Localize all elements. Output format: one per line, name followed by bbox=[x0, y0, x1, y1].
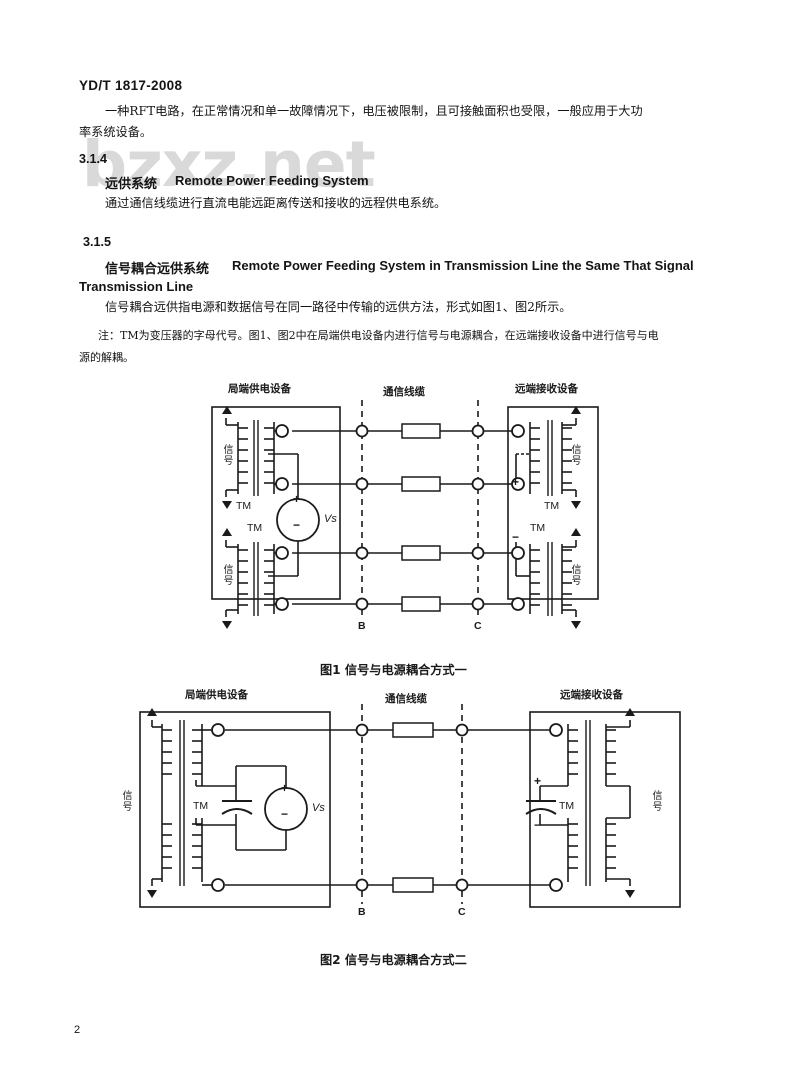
note-line-2: 源的解耦。 bbox=[79, 351, 134, 364]
fig1-source-plus: + bbox=[293, 492, 301, 506]
signal-arrow-down bbox=[571, 501, 581, 509]
page-number: 2 bbox=[74, 1024, 81, 1036]
fig2-right-terminal-top bbox=[549, 723, 563, 737]
tm1-terminal-bottom bbox=[275, 477, 289, 491]
fig1-tm-label: TM bbox=[236, 500, 252, 512]
fig1-signal-label: 信号 bbox=[221, 444, 232, 466]
fig1-signal-label: 信号 bbox=[221, 564, 232, 586]
tm2-terminal-bottom bbox=[275, 597, 289, 611]
fig1-signal-label: 信号 bbox=[569, 564, 580, 586]
fig1-tm-label: TM bbox=[530, 522, 546, 534]
voltage-source-symbol bbox=[264, 787, 308, 831]
voltage-source-symbol bbox=[276, 498, 320, 542]
left-equipment-box bbox=[211, 406, 341, 600]
figure-2: 局端供电设备 通信线缆 远端接收设备 信号 信号 TM TM + − Vs + … bbox=[100, 689, 700, 940]
figure-2-svg bbox=[139, 704, 681, 908]
definition-314: 通过通信线缆进行直流电能远距离传送和接收的远程供电系统。 bbox=[105, 196, 447, 210]
paragraph-line: 一种RFT电路，在正常情况和单一故障情况下，电压被限制，且可接触面积也受限，一般… bbox=[105, 104, 643, 118]
signal-arrow-down bbox=[625, 890, 635, 898]
fig1-tm-label: TM bbox=[247, 522, 263, 534]
fig2-left-terminal-bottom bbox=[211, 878, 225, 892]
right-equipment-box bbox=[529, 711, 681, 908]
fig2-node-b-label: B bbox=[358, 906, 366, 918]
clause-number-315: 3.1.5 bbox=[83, 235, 112, 249]
terminal-node bbox=[355, 723, 469, 892]
term-en-315-line2: Transmission Line bbox=[79, 279, 194, 294]
fig1-node-c-label: C bbox=[474, 620, 482, 632]
fig1-dc-plus: + bbox=[512, 475, 520, 489]
fig2-source-minus: − bbox=[281, 807, 289, 821]
fig1-signal-label: 信号 bbox=[569, 444, 580, 466]
figure-2-caption: 图2 信号与电源耦合方式二 bbox=[320, 953, 467, 967]
fig2-source-label: Vs bbox=[312, 802, 325, 814]
fig1-source-label: Vs bbox=[324, 513, 337, 525]
signal-arrow-up bbox=[147, 708, 157, 716]
fig2-left-box-label: 局端供电设备 bbox=[185, 689, 248, 701]
right-equipment-box bbox=[507, 406, 599, 600]
fig2-cable-label: 通信线缆 bbox=[385, 693, 427, 705]
fig1-dc-minus: − bbox=[512, 530, 520, 544]
terminal-node bbox=[355, 424, 485, 611]
signal-arrow-up bbox=[625, 708, 635, 716]
term-en-314: Remote Power Feeding System bbox=[175, 173, 369, 188]
tm3-terminal-top bbox=[511, 424, 525, 438]
fig2-signal-label: 信号 bbox=[120, 790, 131, 812]
tm3-terminal-bottom bbox=[511, 477, 525, 491]
conductor-lines bbox=[225, 729, 530, 886]
tm4-terminal-top bbox=[511, 546, 525, 560]
fig2-tm-label: TM bbox=[193, 800, 209, 812]
fig1-cable-label: 通信线缆 bbox=[383, 386, 425, 398]
definition-315: 信号耦合远供指电源和数据信号在同一路径中传输的远供方法，形式如图1、图2所示。 bbox=[105, 300, 572, 314]
standard-number-header: YD/T 1817-2008 bbox=[79, 78, 183, 93]
signal-arrow-up bbox=[571, 406, 581, 414]
fig1-tm-label: TM bbox=[544, 500, 560, 512]
signal-arrow-down bbox=[222, 621, 232, 629]
fig2-signal-label: 信号 bbox=[650, 790, 661, 812]
tm1-terminal-top bbox=[275, 424, 289, 438]
signal-arrow-down bbox=[571, 621, 581, 629]
term-en-315-line1: Remote Power Feeding System in Transmiss… bbox=[232, 258, 694, 273]
fig1-left-box-label: 局端供电设备 bbox=[228, 383, 291, 395]
term-cn-314: 远供系统 bbox=[105, 177, 158, 192]
clause-number-314: 3.1.4 bbox=[79, 152, 108, 166]
signal-arrow-up bbox=[222, 406, 232, 414]
term-cn-315: 信号耦合远供系统 bbox=[105, 262, 210, 277]
figure-1-svg bbox=[211, 400, 599, 629]
signal-arrow-up bbox=[222, 528, 232, 536]
figure-1-caption: 图1 信号与电源耦合方式一 bbox=[320, 663, 467, 677]
fig2-tm-label: TM bbox=[559, 800, 575, 812]
signal-arrow-down bbox=[222, 501, 232, 509]
fig1-source-minus: − bbox=[293, 518, 301, 532]
fig2-source-plus: + bbox=[281, 781, 289, 795]
fig1-node-b-label: B bbox=[358, 620, 366, 632]
fig2-node-c-label: C bbox=[458, 906, 466, 918]
fig1-right-box-label: 远端接收设备 bbox=[515, 383, 578, 395]
tm4-terminal-bottom bbox=[511, 597, 525, 611]
cable-segment bbox=[401, 423, 441, 612]
fig2-right-terminal-bottom bbox=[549, 878, 563, 892]
fig2-dc-minus: − bbox=[534, 818, 542, 832]
fig2-dc-plus: + bbox=[534, 774, 542, 788]
watermark-text: bzxz.net bbox=[82, 128, 376, 201]
left-equipment-box bbox=[139, 711, 331, 908]
tm2-terminal-top bbox=[275, 546, 289, 560]
fig2-left-terminal-top bbox=[211, 723, 225, 737]
signal-arrow-up bbox=[571, 528, 581, 536]
figure-1: 局端供电设备 通信线缆 远端接收设备 信号 信号 信号 信号 TM TM TM … bbox=[130, 382, 670, 647]
fig2-right-box-label: 远端接收设备 bbox=[560, 689, 623, 701]
paragraph-line: 率系统设备。 bbox=[79, 125, 153, 139]
cable-segment bbox=[392, 722, 434, 893]
note-line-1: 注：TM为变压器的字母代号。图1、图2中在局端供电设备内进行信号与电源耦合，在远… bbox=[98, 329, 659, 342]
signal-arrow-down bbox=[147, 890, 157, 898]
